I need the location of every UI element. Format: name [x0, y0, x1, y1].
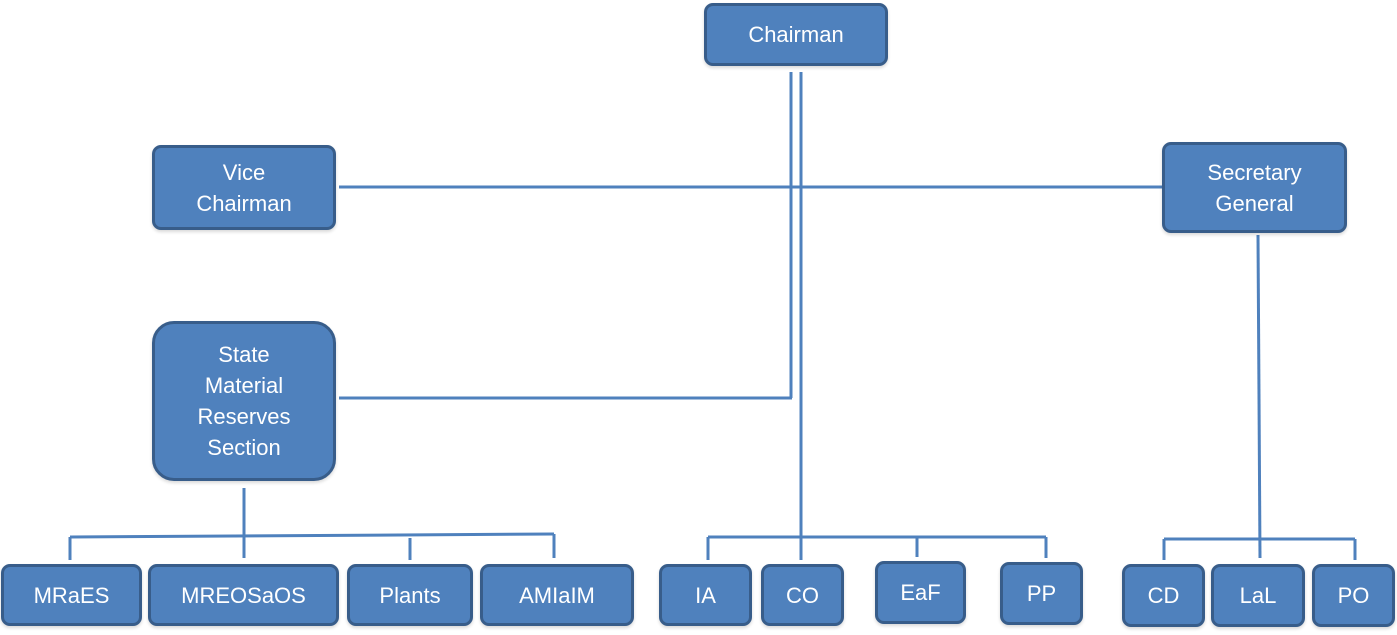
- eaf-box[interactable]: EaF: [875, 561, 966, 624]
- co-box[interactable]: CO: [761, 564, 844, 626]
- chairman-box[interactable]: Chairman: [704, 3, 888, 66]
- sg-trunk: [1256, 234, 1262, 559]
- secretary-general-box[interactable]: Secretary General: [1162, 142, 1347, 233]
- vice-chairman-box[interactable]: Vice Chairman: [152, 145, 336, 230]
- pp-box[interactable]: PP: [1000, 562, 1083, 625]
- mraes-box[interactable]: MRaES: [1, 564, 142, 626]
- plants-box[interactable]: Plants: [347, 564, 473, 626]
- smr-bar: [69, 532, 555, 539]
- lal-box[interactable]: LaL: [1211, 564, 1305, 627]
- amiaim-box[interactable]: AMIaIM: [480, 564, 634, 626]
- ia-box[interactable]: IA: [659, 564, 752, 626]
- mreosaos-box[interactable]: MREOSaOS: [148, 564, 339, 626]
- state-material-reserves-section-box[interactable]: State Material Reserves Section: [152, 321, 336, 481]
- cd-box[interactable]: CD: [1122, 564, 1205, 627]
- po-box[interactable]: PO: [1312, 564, 1395, 627]
